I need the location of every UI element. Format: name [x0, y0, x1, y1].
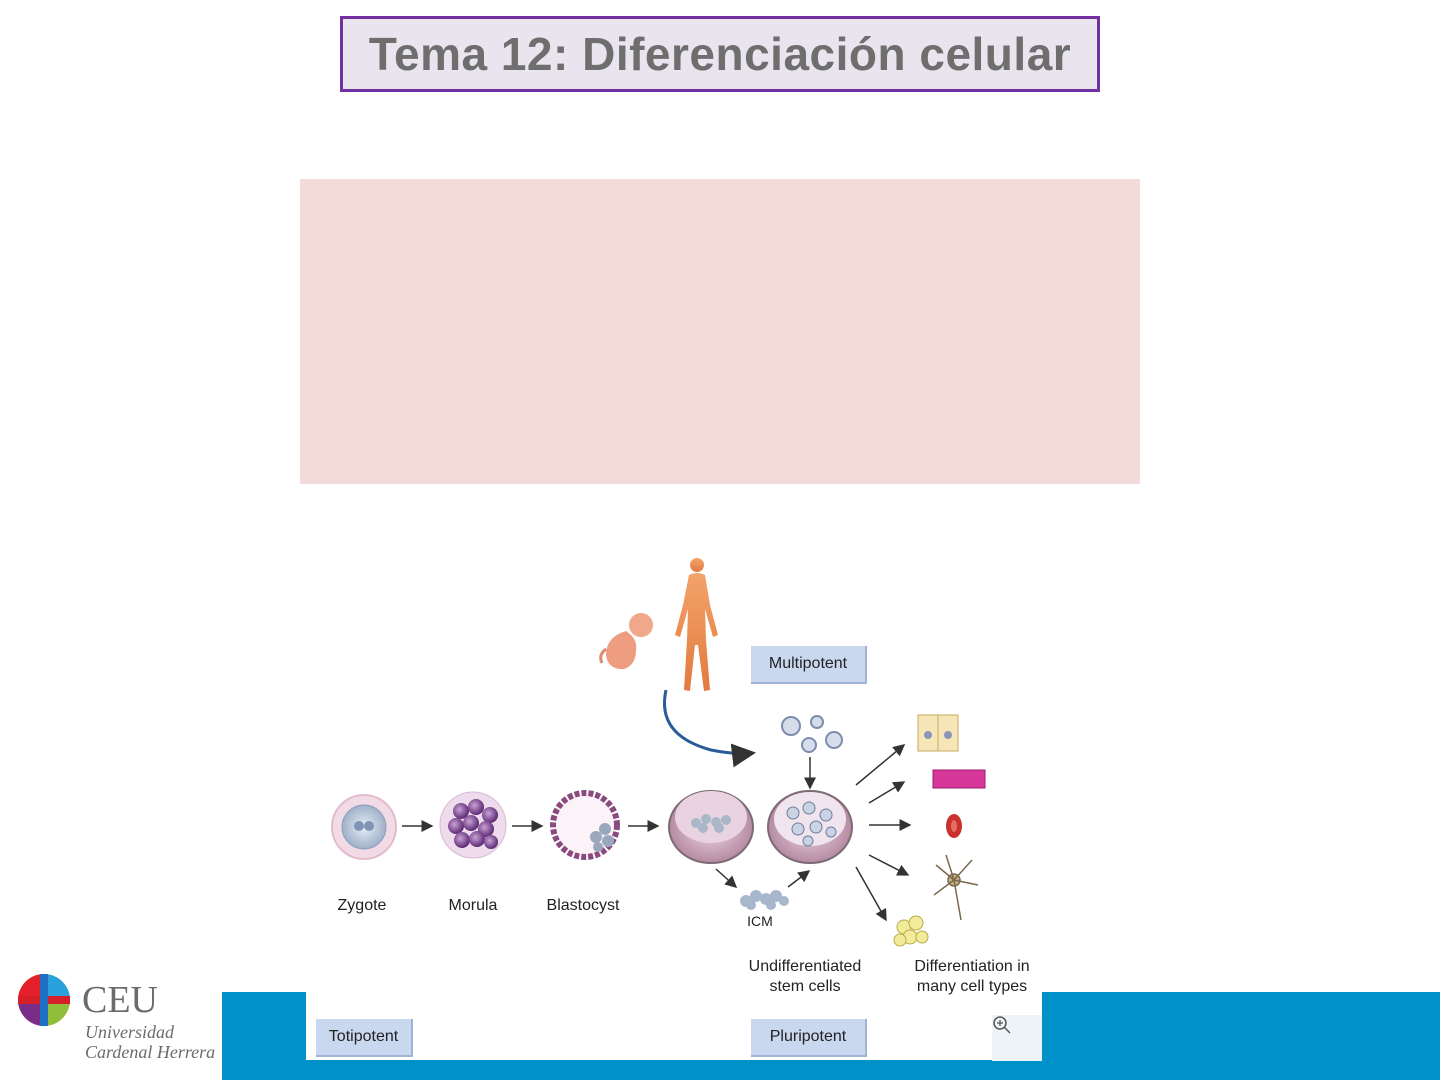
floating-stem-cells: [781, 715, 843, 753]
ceu-cross-icon: [18, 974, 70, 1026]
differentiation-label-line1: Differentiation in: [914, 958, 1030, 975]
adult-body-illustration: [675, 558, 718, 691]
blastocyst-illustration: [550, 790, 620, 860]
differentiation-label-line2: many cell types: [916, 978, 1028, 995]
zygote-illustration: [331, 794, 397, 860]
undifferentiated-label-line2: stem cells: [769, 978, 841, 995]
content-panel: [300, 179, 1140, 484]
tag-pluripotent: Pluripotent: [751, 1019, 867, 1057]
logo-line2: Cardenal Herrera: [85, 1042, 216, 1062]
stage-label-blastocyst: Blastocyst: [546, 897, 620, 914]
stage-label-morula: Morula: [448, 897, 498, 914]
icm-label: ICM: [747, 913, 773, 929]
stem-cell-figure: Zygote Morula Blastocyst ICM Undifferent…: [306, 545, 1042, 1061]
logo-name: CEU: [82, 979, 158, 1021]
zoom-in-button[interactable]: [992, 1015, 1042, 1061]
stage-label-zygote: Zygote: [337, 897, 387, 914]
slide-title: Tema 12: Diferenciación celular: [368, 28, 1072, 80]
muscle-cell-illustration: [932, 769, 986, 789]
ceu-logo: CEU Universidad Cardenal Herrera: [18, 970, 218, 1070]
tag-multipotent: Multipotent: [751, 646, 867, 684]
culture-dish-illustration: [668, 790, 754, 864]
red-blood-cell-illustration: [946, 814, 962, 838]
morula-illustration: [439, 791, 507, 859]
adipose-cells-illustration: [893, 915, 929, 947]
neuron-illustration: [933, 854, 979, 921]
epithelial-cells-illustration: [917, 714, 959, 752]
undifferentiated-label-line1: Undifferentiated: [748, 958, 862, 975]
logo-line1: Universidad: [85, 1022, 174, 1042]
stem-cell-dish-illustration: [767, 790, 853, 864]
zoom-in-icon: [993, 1016, 1011, 1034]
figure-illustration: [331, 558, 986, 947]
tag-totipotent: Totipotent: [316, 1019, 413, 1057]
icm-cluster-illustration: [740, 890, 789, 910]
slide-title-box: Tema 12: Diferenciación celular: [340, 16, 1100, 92]
fetus-illustration: [599, 613, 653, 670]
